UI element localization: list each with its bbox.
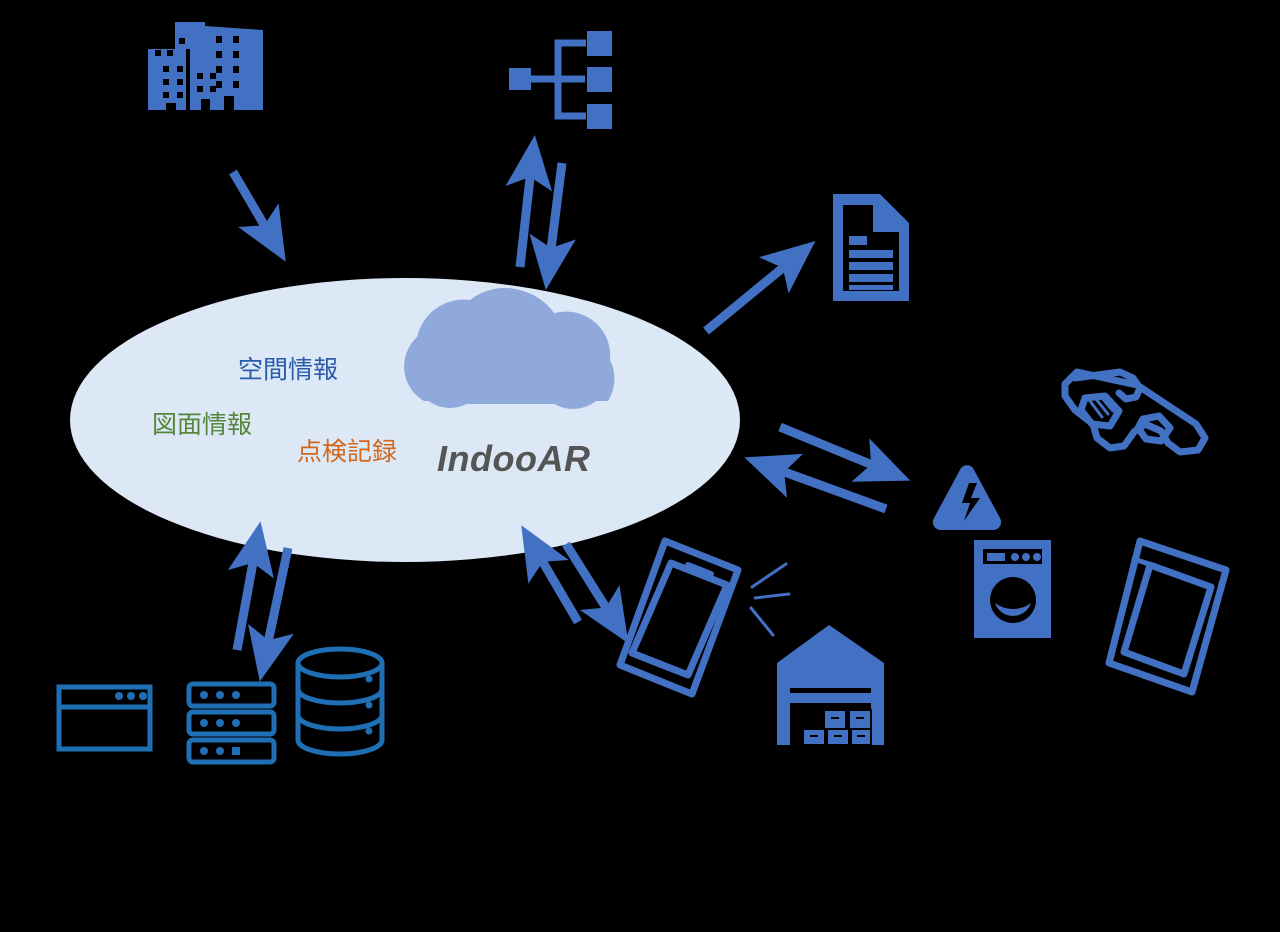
arrow-platform-to-devices xyxy=(778,422,911,482)
browser-window-icon xyxy=(56,684,153,752)
database-cylinder-icon xyxy=(295,646,385,757)
arrow-platform-to-network xyxy=(505,134,553,268)
arrow-platform-to-document xyxy=(703,240,816,335)
network-sitemap-icon xyxy=(509,31,612,129)
buildings-icon xyxy=(148,22,263,110)
cloud-icon xyxy=(404,287,615,409)
arrow-buildings-to-platform xyxy=(229,169,286,262)
arrow-platform-to-storage xyxy=(248,547,294,682)
warehouse-icon xyxy=(777,625,884,746)
arrow-network-to-platform xyxy=(529,162,576,290)
arrow-smartphone-to-platform xyxy=(521,525,582,625)
document-icon xyxy=(833,194,909,301)
label-drawing-information: 図面情報 xyxy=(152,410,253,439)
tablet-icon xyxy=(1105,537,1230,696)
washing-machine-icon xyxy=(974,540,1051,638)
arrow-storage-to-platform xyxy=(227,521,274,651)
arrow-platform-to-smartphone xyxy=(562,541,629,644)
smartphone-signal-icon xyxy=(616,537,791,698)
electrical-hazard-icon xyxy=(932,465,1002,530)
server-rack-icon xyxy=(186,681,277,765)
label-spatial-information: 空間情報 xyxy=(238,355,339,384)
label-inspection-record: 点検記録 xyxy=(297,437,398,466)
arrow-devices-to-platform xyxy=(744,453,888,514)
brand-label-indooar: IndooAR xyxy=(437,438,591,479)
ar-glasses-icon xyxy=(1061,368,1209,456)
